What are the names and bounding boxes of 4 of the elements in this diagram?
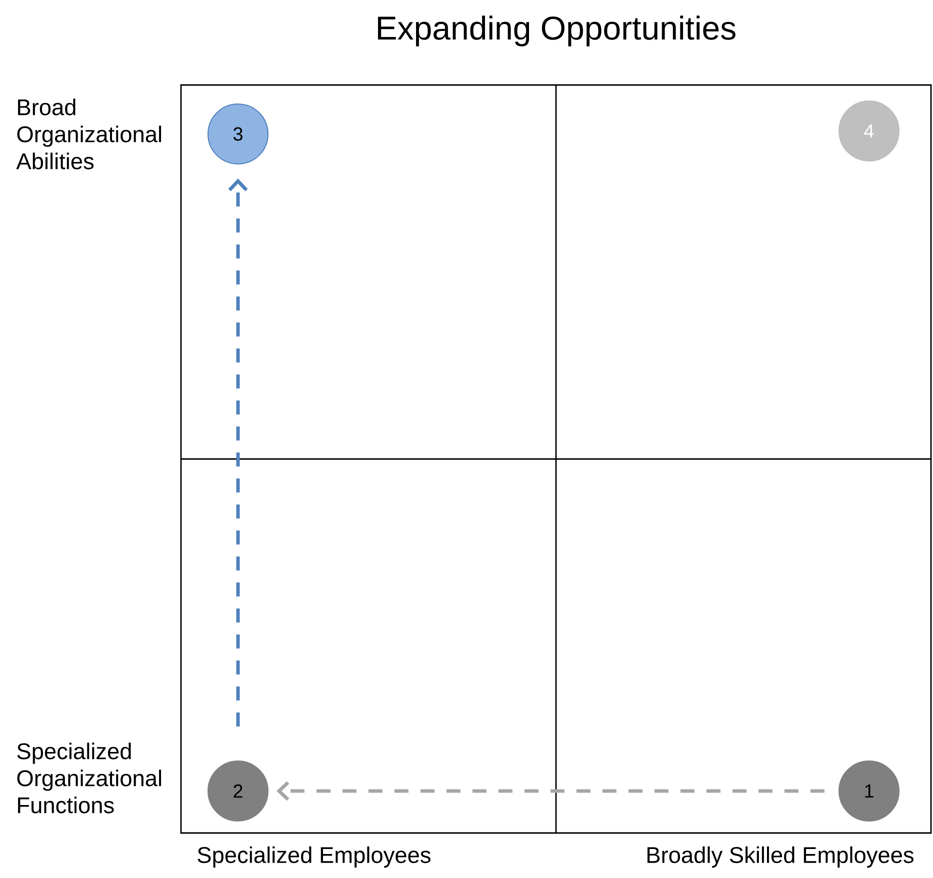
- axis-label: Specialized Employees: [198, 846, 430, 868]
- dashed-arrow: [276, 781, 824, 801]
- dashed-arrow: [228, 178, 248, 726]
- title: Expanding Opportunities: [378, 16, 736, 46]
